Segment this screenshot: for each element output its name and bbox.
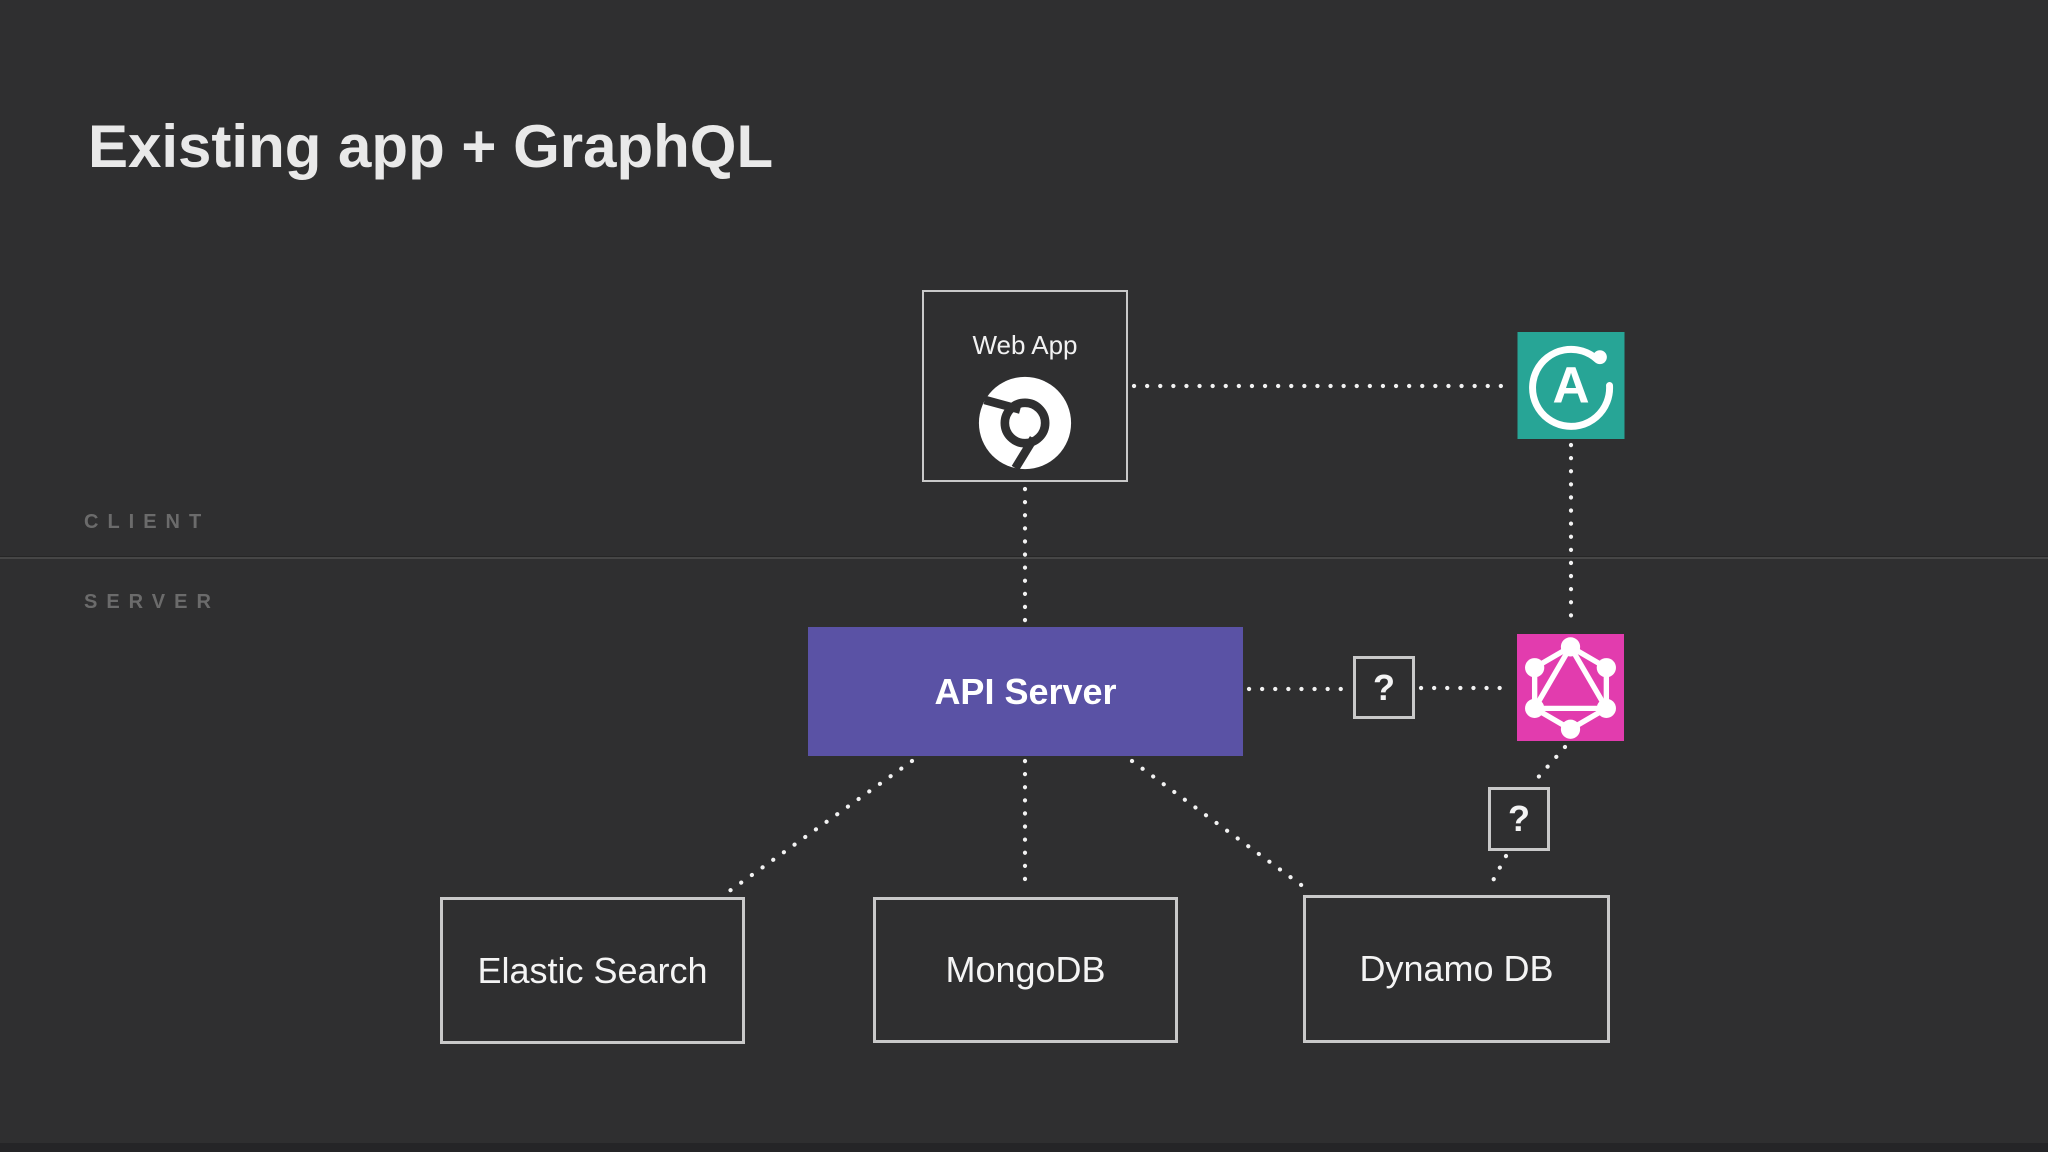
edge-apiserver-elastic (725, 758, 915, 895)
elastic-search-node: Elastic Search (440, 897, 745, 1044)
api-server-label: API Server (934, 670, 1117, 712)
edge-question2-dynamodb (1485, 853, 1509, 893)
mongodb-label: MongoDB (945, 949, 1106, 990)
edge-graphql-question2 (1531, 744, 1568, 785)
edge-apiserver-dynamodb (1129, 758, 1311, 893)
question-box-graphql-dynamo: ? (1488, 787, 1550, 851)
dynamodb-label: Dynamo DB (1359, 948, 1554, 989)
webapp-label: Web App (972, 330, 1078, 360)
dynamodb-node: Dynamo DB (1303, 895, 1610, 1043)
question-mark-label: ? (1373, 666, 1395, 708)
apollo-letter: A (1552, 357, 1589, 414)
api-server-node: API Server (808, 627, 1243, 756)
apollo-icon: A (1517, 332, 1625, 439)
apollo-client-node: A (1516, 332, 1626, 439)
webapp-node: Web App (922, 290, 1128, 482)
elastic-search-label: Elastic Search (477, 949, 708, 991)
page-title: Existing app + GraphQL (88, 113, 774, 180)
graphql-icon (1517, 634, 1624, 741)
lane-label-client: CLIENT (84, 511, 211, 533)
mongodb-node: MongoDB (873, 897, 1178, 1043)
bottom-edge-strip (0, 1143, 2048, 1152)
client-server-divider (0, 556, 2048, 559)
lane-label-server: SERVER (84, 591, 220, 613)
graphql-server-node (1516, 634, 1625, 741)
chrome-icon (978, 376, 1072, 471)
question-box-api-graphql: ? (1353, 656, 1415, 719)
question-mark-label: ? (1508, 798, 1530, 839)
